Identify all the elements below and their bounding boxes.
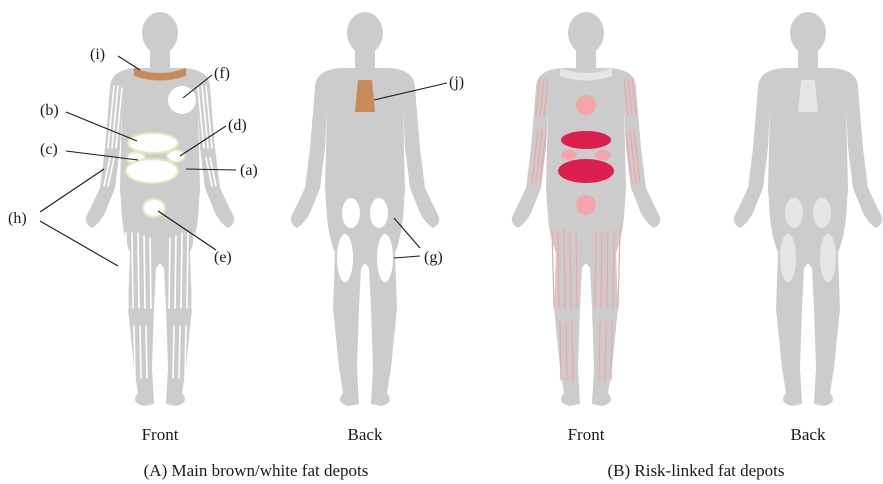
risk-upper-abdominal [561,131,611,149]
figure-a-back [291,12,440,406]
label-i: (i) [90,46,105,63]
depot-b [128,133,178,153]
figure-b-front [512,12,661,406]
depot-g-lower-right [377,234,393,282]
view-label-front-a: Front [142,425,179,444]
label-c: (c) [40,141,58,158]
depot-d [167,150,185,162]
figure-b-back [734,12,883,406]
risk-side-left [561,150,577,160]
depot-g-upper-right [370,198,388,228]
depot-g-lower-left [337,234,353,282]
label-f: (f) [214,65,230,82]
risk-visceral [558,159,614,183]
figure-a-front [86,12,235,406]
depot-f [168,86,196,114]
pale-interscapular [798,80,818,112]
pale-upper-right [813,198,831,228]
pale-lower-left [780,234,796,282]
body-silhouette [291,12,440,406]
view-label-back-b: Back [791,425,826,444]
label-h: (h) [8,210,27,227]
label-b: (b) [40,102,59,119]
label-g: (g) [424,249,443,266]
view-label-front-b: Front [568,425,605,444]
label-d: (d) [228,117,247,134]
risk-chest [576,95,596,115]
view-label-back-a: Back [348,425,383,444]
risk-pelvic [576,195,596,215]
body-silhouette [734,12,883,406]
caption-b: (B) Risk-linked fat depots [607,461,784,480]
depot-a [126,159,178,183]
label-a: (a) [240,162,258,179]
pale-upper-left [785,198,803,228]
label-j: (j) [449,74,464,91]
brown-fat-interscapular [355,80,375,112]
label-e: (e) [214,249,232,266]
depot-g-upper-left [342,198,360,228]
risk-side-right [595,150,611,160]
caption-a: (A) Main brown/white fat depots [144,461,369,480]
pale-lower-right [820,234,836,282]
depot-e [143,199,165,217]
